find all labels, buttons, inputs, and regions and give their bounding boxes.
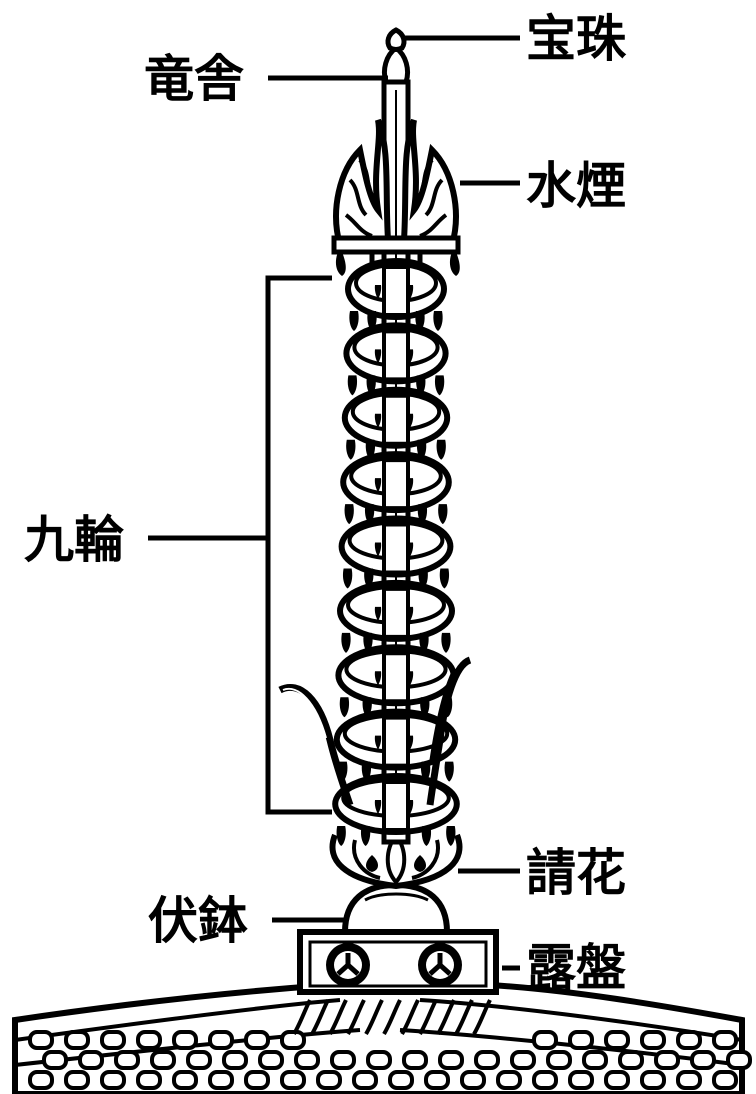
roof-tile — [330, 1050, 356, 1070]
roof-tile — [244, 1030, 270, 1050]
label-hoju: 宝珠 — [526, 9, 627, 68]
roof-tile — [150, 1050, 176, 1070]
roof-tile — [28, 1030, 54, 1050]
roof-tile — [690, 1050, 716, 1070]
roof-tile — [568, 1030, 594, 1050]
roof-tile — [42, 1050, 68, 1070]
roof-tile — [316, 1070, 342, 1090]
roof-tile-ridge — [292, 999, 312, 1036]
roof-tile — [388, 1070, 414, 1090]
roof-tile — [532, 1030, 558, 1050]
roof-tile — [712, 1030, 738, 1050]
roof-tile — [474, 1050, 500, 1070]
roof-tile — [64, 1070, 90, 1090]
roof-tile — [712, 1070, 738, 1090]
suien-flame — [331, 118, 461, 276]
roof-tile — [136, 1070, 162, 1090]
roof-tile — [78, 1050, 104, 1070]
roof-tile-ridge — [472, 999, 492, 1036]
roof-tile — [568, 1070, 594, 1090]
roof-tile-ridge — [382, 999, 402, 1036]
roof-tile — [604, 1070, 630, 1090]
roof-tile-ridge — [328, 999, 348, 1036]
roof-tile — [676, 1030, 702, 1050]
ryusha-hoju — [381, 27, 411, 85]
label-roban: 露盤 — [526, 938, 626, 997]
kurin-ring — [343, 322, 449, 396]
roof-tile — [640, 1070, 666, 1090]
roof-tile — [114, 1050, 140, 1070]
roof-tile-ridge — [310, 999, 330, 1036]
labels: 宝珠 竜舎 水煙 九輪 請花 伏鉢 露盤 — [24, 9, 627, 997]
ukebana-flower — [329, 831, 463, 890]
kurin-ring — [332, 773, 460, 846]
fukubachi-bowl — [341, 881, 451, 935]
roban-basin — [297, 929, 499, 995]
roof-tile — [136, 1030, 162, 1050]
roof-tile-ridge — [454, 999, 474, 1036]
roof-tile — [222, 1050, 248, 1070]
roof-tile — [366, 1050, 392, 1070]
roof-tile — [402, 1050, 428, 1070]
roof-tile — [258, 1050, 284, 1070]
roof-tile — [582, 1050, 608, 1070]
roof-tile — [100, 1070, 126, 1090]
roof-tile — [352, 1070, 378, 1090]
roof-tile — [280, 1070, 306, 1090]
roof-tile — [532, 1070, 558, 1090]
roof-tile — [100, 1030, 126, 1050]
roof-tile — [546, 1050, 572, 1070]
roof-tile — [618, 1050, 644, 1070]
label-ukebana: 請花 — [526, 843, 626, 902]
roof-tiles — [12, 982, 752, 1094]
roof-tile — [172, 1070, 198, 1090]
leader-lines — [148, 35, 520, 971]
roof-tile-ridge — [400, 999, 420, 1036]
roof-tile-ridge — [418, 999, 438, 1036]
label-kurin: 九輪 — [24, 510, 124, 569]
roof-tile — [424, 1070, 450, 1090]
roof-tile — [208, 1030, 234, 1050]
kurin-ring — [341, 386, 451, 460]
kurin-rings — [332, 258, 460, 846]
label-fukubachi: 伏鉢 — [148, 891, 248, 950]
tendrils — [278, 656, 472, 807]
kurin-ring — [340, 451, 452, 525]
roof-tile — [438, 1050, 464, 1070]
roof-tile — [186, 1050, 212, 1070]
roof-tile — [604, 1030, 630, 1050]
roof-tile — [294, 1050, 320, 1070]
roof-tile — [726, 1050, 752, 1070]
roof-tile — [460, 1070, 486, 1090]
roof-tile — [654, 1050, 680, 1070]
leader-kurin-bracket — [265, 275, 332, 815]
roof-tile — [64, 1030, 90, 1050]
roof-tile-pattern — [28, 999, 752, 1090]
roof-tile — [676, 1070, 702, 1090]
roof-tile-ridge — [436, 999, 456, 1036]
roof-tile — [496, 1070, 522, 1090]
roof-tile — [510, 1050, 536, 1070]
kurin-ring — [333, 708, 459, 782]
roof-tile-ridge — [346, 999, 366, 1036]
label-ryusha: 竜舎 — [144, 49, 244, 108]
roof-tile — [244, 1070, 270, 1090]
roof-tile — [172, 1030, 198, 1050]
roof-tile — [640, 1030, 666, 1050]
label-suien: 水煙 — [526, 156, 626, 215]
roof-tile — [208, 1070, 234, 1090]
roof-tile-ridge — [364, 999, 384, 1036]
roof-tile — [28, 1070, 54, 1090]
kurin-ring — [337, 579, 455, 653]
roof-tile — [280, 1030, 306, 1050]
